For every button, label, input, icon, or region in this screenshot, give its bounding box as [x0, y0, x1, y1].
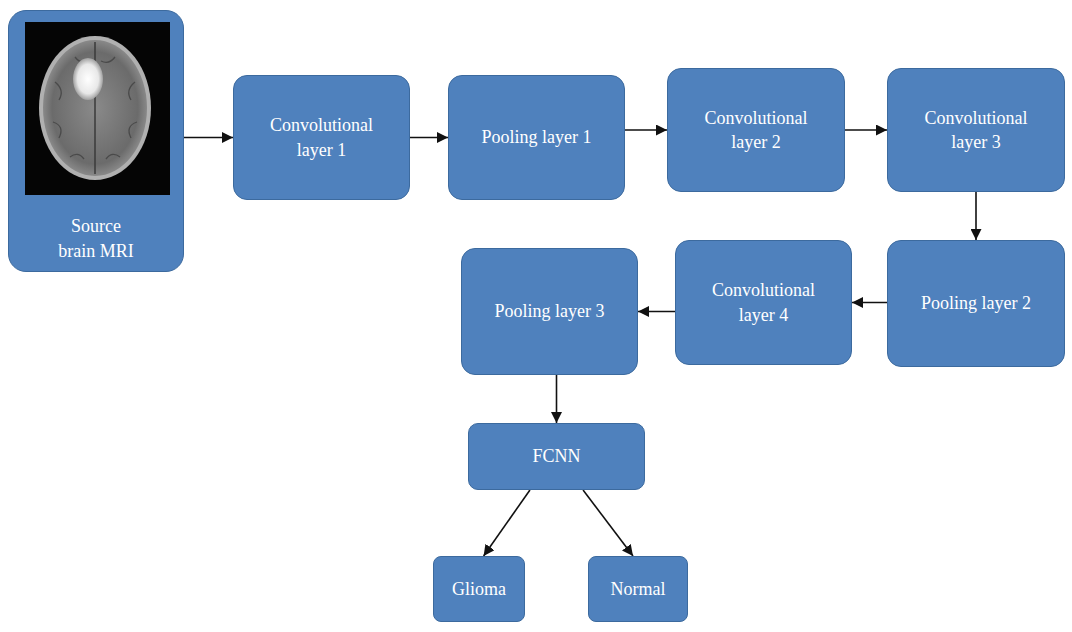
pooling-layer-box: Pooling layer 3 [461, 248, 638, 375]
pooling-layer-box: Pooling layer 1 [448, 75, 625, 200]
flow-arrow [625, 129, 667, 131]
flow-arrow [975, 192, 977, 240]
flow-arrow [484, 490, 530, 556]
node-label: Pooling layer 1 [482, 125, 592, 149]
node-label: Glioma [452, 577, 506, 601]
node-label: Convolutional layer 4 [699, 278, 829, 327]
flow-arrow [410, 137, 448, 139]
node-label: Convolutional layer 2 [691, 106, 821, 155]
node-label: Normal [611, 577, 666, 601]
pooling-layer-box: Pooling layer 2 [887, 240, 1065, 367]
flow-arrow [852, 302, 887, 304]
class-output-box: Glioma [433, 556, 525, 622]
flow-arrow [556, 375, 558, 423]
flow-arrow [845, 129, 887, 131]
conv-layer-box: Convolutional layer 2 [667, 68, 845, 192]
node-label: Pooling layer 3 [495, 299, 605, 323]
flow-arrow [184, 137, 233, 139]
input-image-box: Source brain MRI [8, 10, 184, 272]
node-label: Source brain MRI [52, 214, 140, 263]
brain-mri-image [25, 22, 170, 195]
class-output-box: Normal [588, 556, 688, 622]
flow-arrow [583, 490, 633, 556]
flow-arrow [638, 311, 675, 313]
conv-layer-box: Convolutional layer 4 [675, 240, 852, 365]
fcnn-box: FCNN [468, 423, 645, 490]
node-label: FCNN [532, 444, 580, 468]
node-label: Convolutional layer 3 [911, 106, 1041, 155]
node-label: Convolutional layer 1 [257, 113, 387, 162]
node-label: Pooling layer 2 [921, 291, 1031, 315]
conv-layer-box: Convolutional layer 3 [887, 68, 1065, 192]
conv-layer-box: Convolutional layer 1 [233, 75, 410, 200]
